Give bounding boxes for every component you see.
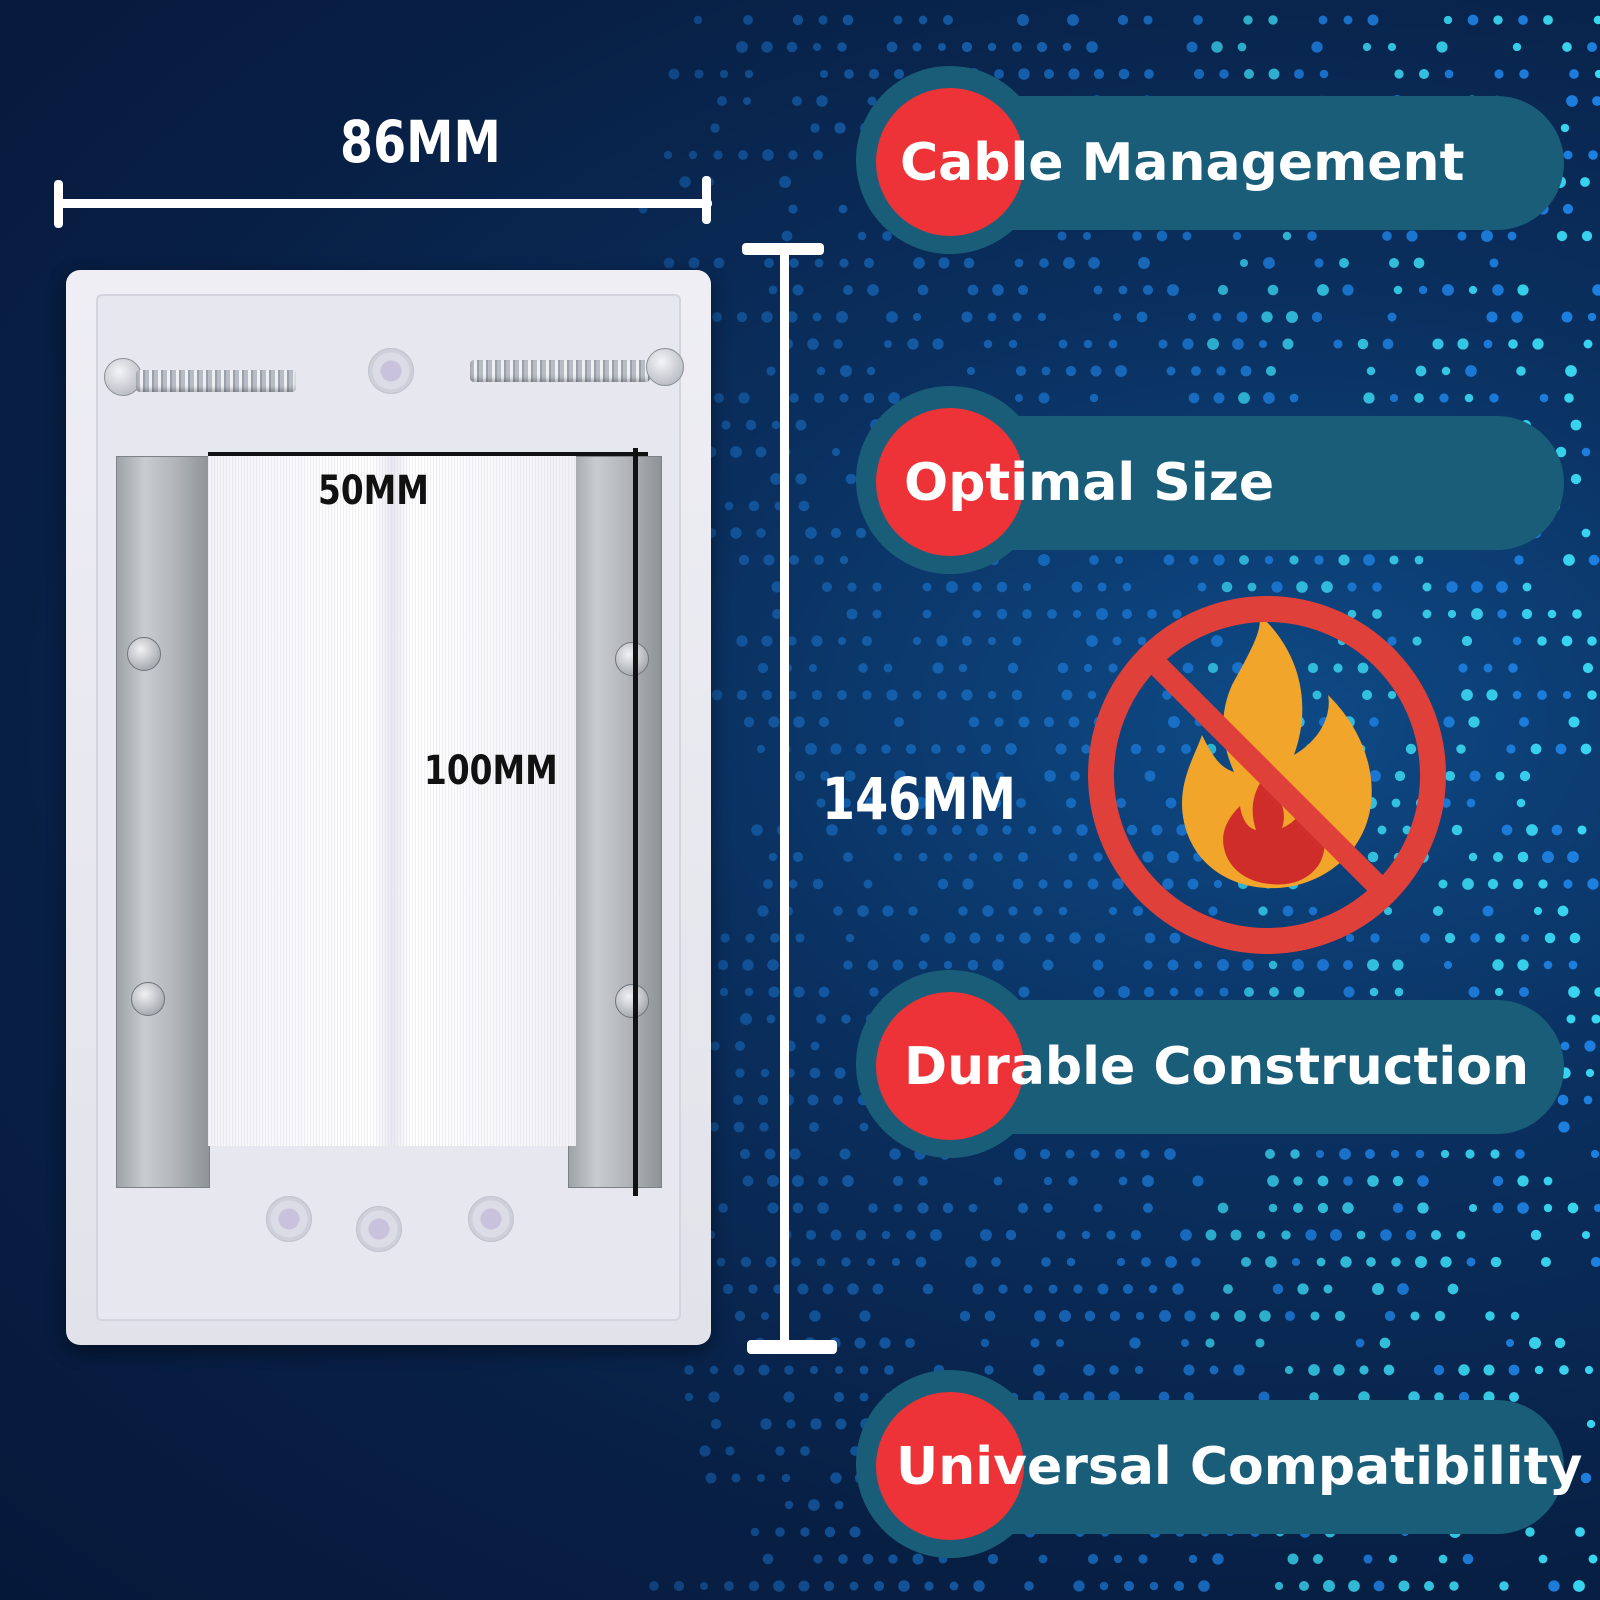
bottom-right-hole bbox=[468, 1196, 514, 1242]
feature-label: Optimal Size bbox=[904, 453, 1275, 513]
width-dimension-right-cap bbox=[702, 176, 711, 224]
feature-red-circle bbox=[876, 992, 1024, 1140]
left-mounting-screw bbox=[136, 370, 296, 392]
height-dimension-bottom-cap bbox=[747, 1340, 837, 1354]
feature-pill bbox=[926, 1000, 1564, 1134]
no-fire-icon bbox=[1088, 596, 1446, 954]
feature-cable-management: Cable Management bbox=[856, 66, 1564, 254]
brush-width-line bbox=[208, 452, 648, 456]
plate-inner-frame: 50MM 100MM bbox=[96, 294, 684, 1321]
brush-height-label: 100MM bbox=[424, 748, 558, 794]
left-mounting-screw-head bbox=[104, 358, 142, 396]
white-brush-bristles bbox=[208, 456, 576, 1146]
left-metal-rail bbox=[116, 456, 210, 1188]
left-rail-screw-bottom bbox=[131, 982, 165, 1016]
right-mounting-screw bbox=[470, 360, 650, 382]
right-rail-screw-top bbox=[615, 642, 649, 676]
feature-label: Cable Management bbox=[900, 133, 1465, 193]
width-dimension-line bbox=[58, 199, 712, 208]
feature-red-circle bbox=[876, 1392, 1024, 1540]
height-dimension-line bbox=[780, 248, 789, 1344]
height-dimension-top-cap bbox=[742, 243, 824, 255]
brush-height-line bbox=[633, 448, 638, 1196]
brush-width-label: 50MM bbox=[318, 468, 429, 514]
right-metal-rail bbox=[568, 456, 662, 1188]
width-dimension-label: 86MM bbox=[340, 108, 501, 176]
feature-universal-compatibility: Universal Compatibility bbox=[856, 1370, 1582, 1558]
bottom-left-hole bbox=[266, 1196, 312, 1242]
left-rail-screw-top bbox=[127, 637, 161, 671]
prohibition-ring-icon bbox=[1088, 596, 1446, 954]
brush-wall-plate: 50MM 100MM bbox=[66, 270, 711, 1345]
bottom-center-hole bbox=[356, 1206, 402, 1252]
feature-red-circle bbox=[876, 408, 1024, 556]
width-dimension-left-cap bbox=[54, 180, 63, 228]
feature-durable-construction: Durable Construction bbox=[856, 970, 1564, 1158]
feature-pill bbox=[926, 416, 1564, 550]
right-rail-screw-bottom bbox=[615, 984, 649, 1018]
feature-label: Durable Construction bbox=[904, 1037, 1529, 1097]
height-dimension-label: 146MM bbox=[822, 765, 1016, 833]
right-mounting-screw-head bbox=[646, 348, 684, 386]
feature-red-circle bbox=[876, 88, 1024, 236]
feature-optimal-size: Optimal Size bbox=[856, 386, 1564, 574]
flame-inner-icon bbox=[1223, 780, 1325, 885]
prohibition-slash-icon bbox=[1144, 652, 1390, 898]
top-center-hole bbox=[368, 348, 414, 394]
feature-pill bbox=[926, 1400, 1564, 1534]
feature-label: Universal Compatibility bbox=[896, 1437, 1583, 1497]
feature-pill bbox=[926, 96, 1564, 230]
